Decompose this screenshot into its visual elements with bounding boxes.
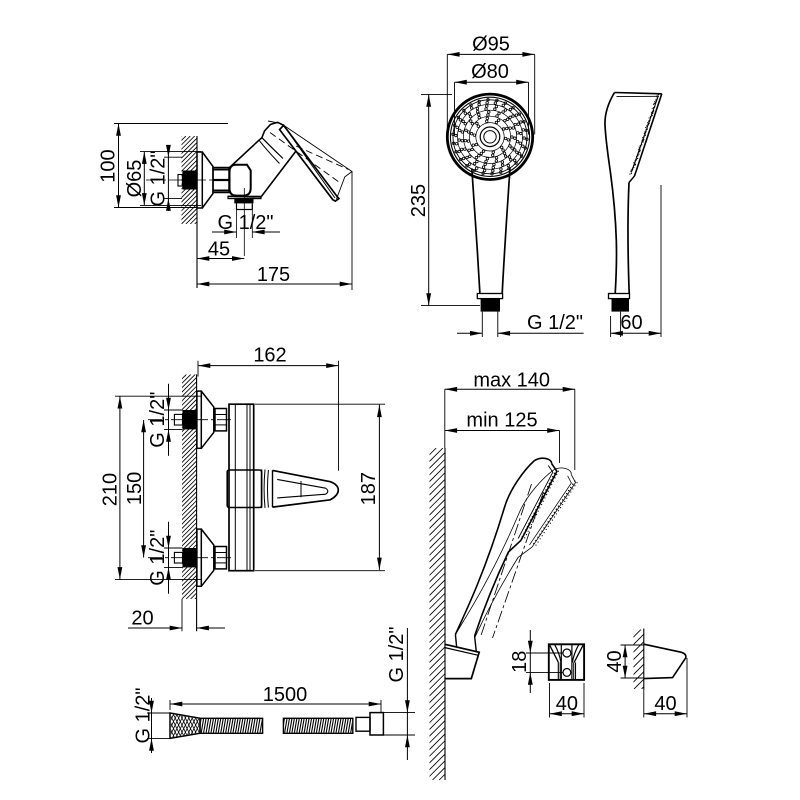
svg-text:20: 20 [131, 608, 153, 630]
svg-text:175: 175 [257, 264, 290, 286]
svg-text:G 1/2": G 1/2" [147, 392, 169, 448]
svg-text:18: 18 [509, 651, 531, 673]
svg-text:187: 187 [358, 472, 380, 505]
svg-text:40: 40 [654, 693, 676, 715]
svg-text:G 1/2": G 1/2" [217, 212, 273, 234]
svg-text:40: 40 [604, 650, 626, 672]
svg-text:162: 162 [253, 345, 286, 367]
svg-text:G 1/2": G 1/2" [133, 687, 155, 743]
svg-text:max 140: max 140 [473, 370, 550, 392]
svg-text:150: 150 [124, 472, 146, 505]
svg-text:1500: 1500 [263, 684, 308, 706]
svg-text:45: 45 [208, 239, 230, 261]
svg-text:60: 60 [620, 312, 642, 334]
svg-text:min 125: min 125 [466, 410, 537, 432]
svg-text:G 1/2": G 1/2" [527, 312, 583, 334]
svg-text:Ø95: Ø95 [472, 34, 510, 56]
svg-text:40: 40 [556, 693, 578, 715]
svg-text:235: 235 [408, 184, 430, 217]
svg-text:100: 100 [98, 149, 120, 182]
svg-text:G 1/2": G 1/2" [147, 530, 169, 586]
svg-text:210: 210 [100, 473, 122, 506]
svg-text:Ø65: Ø65 [124, 160, 146, 198]
svg-text:G 1/2": G 1/2" [148, 150, 170, 206]
svg-text:Ø80: Ø80 [471, 61, 509, 83]
svg-text:G 1/2": G 1/2" [386, 626, 408, 682]
